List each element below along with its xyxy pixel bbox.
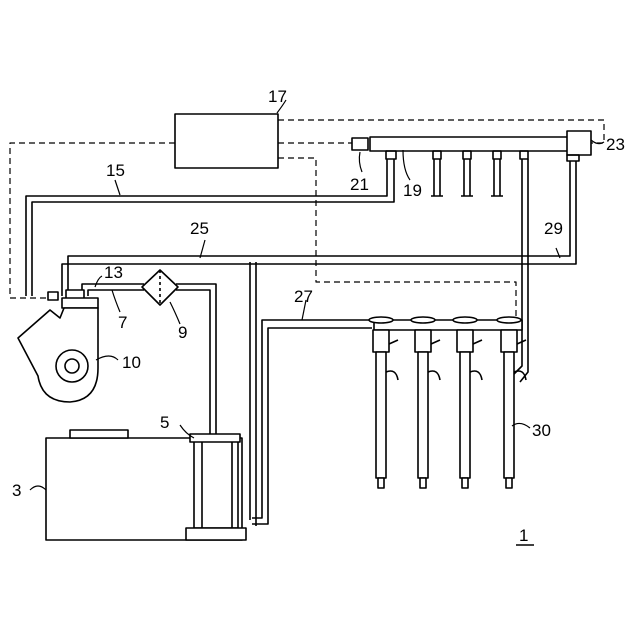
tank-filler	[70, 430, 128, 438]
injector-bank-30	[369, 317, 526, 488]
label-9: 9	[178, 323, 187, 342]
label-25: 25	[190, 219, 209, 238]
label-23: 23	[606, 135, 625, 154]
label-29: 29	[544, 219, 563, 238]
return-line-27	[252, 320, 372, 524]
control-unit-17	[175, 114, 278, 168]
pressure-valve-23	[567, 131, 591, 155]
return-line-25	[62, 161, 576, 296]
label-30: 30	[532, 421, 551, 440]
high-pressure-line-15	[26, 159, 394, 296]
common-rail-19	[370, 137, 568, 151]
label-27: 27	[294, 287, 313, 306]
label-10: 10	[122, 353, 141, 372]
high-pressure-pump-10	[18, 308, 98, 402]
pump-flange	[62, 298, 98, 308]
label-5: 5	[160, 413, 169, 432]
pressure-sensor-21	[352, 138, 368, 150]
label-7: 7	[118, 313, 127, 332]
label-21: 21	[350, 175, 369, 194]
label-15: 15	[106, 161, 125, 180]
label-3: 3	[12, 481, 21, 500]
label-1: 1	[519, 526, 528, 545]
pump-connector	[48, 292, 58, 300]
label-17: 17	[268, 87, 287, 106]
label-19: 19	[403, 181, 422, 200]
filter-9	[142, 270, 178, 305]
label-13: 13	[104, 263, 123, 282]
